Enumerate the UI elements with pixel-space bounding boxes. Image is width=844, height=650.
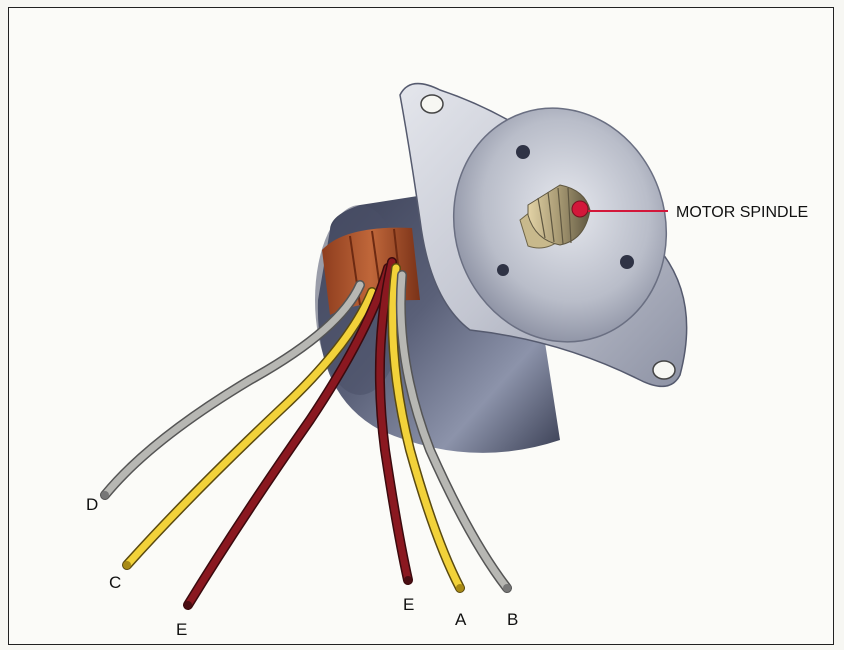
wire-label-B: B xyxy=(507,610,518,629)
mounting-hole-bottom xyxy=(653,361,675,379)
mounting-hole-top xyxy=(421,95,443,113)
wire-end-C xyxy=(123,561,131,569)
wire-label-D: D xyxy=(86,495,98,514)
wire-label-E-right: E xyxy=(403,595,414,614)
spindle-marker-dot xyxy=(572,201,588,217)
wire-end-E-right xyxy=(404,576,412,584)
wire-end-B xyxy=(503,584,511,592)
callout-label: MOTOR SPINDLE xyxy=(676,204,808,221)
wire-end-D xyxy=(101,491,109,499)
wire-end-A xyxy=(456,584,464,592)
wire-label-C: C xyxy=(109,573,121,592)
wire-end-E-left xyxy=(184,601,192,609)
wire-label-E-left: E xyxy=(176,620,187,639)
wire-label-A: A xyxy=(455,610,467,629)
